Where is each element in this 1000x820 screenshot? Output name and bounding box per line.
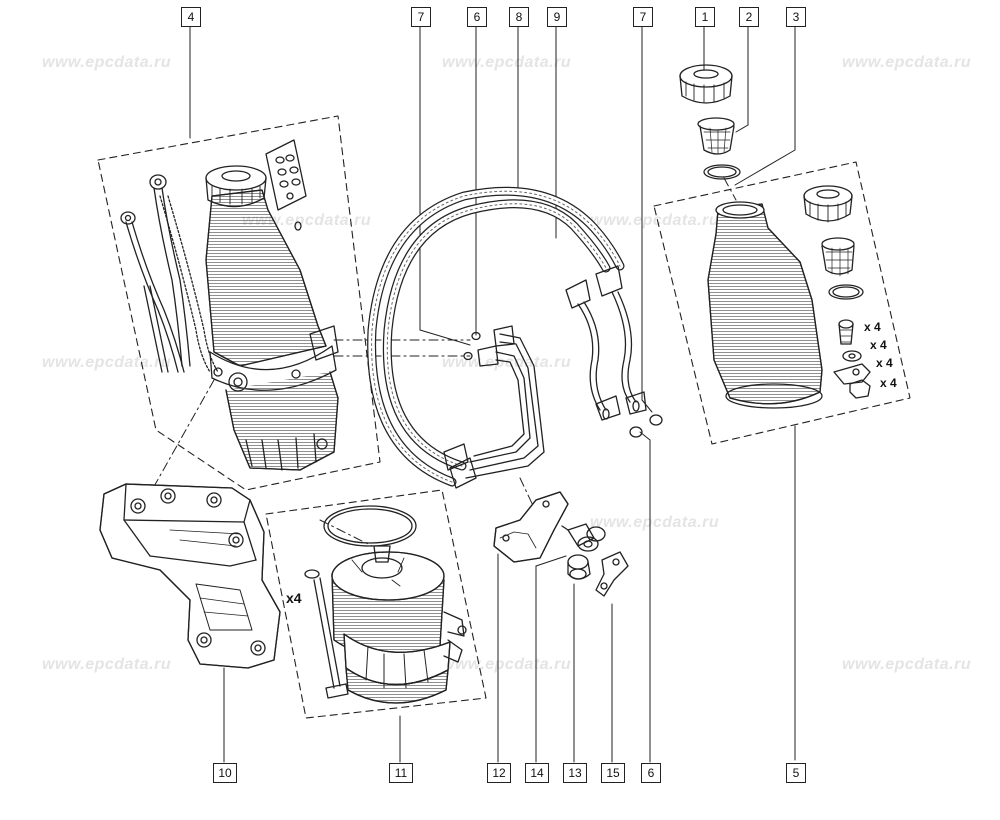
watermark-text: www.epcdata.ru [42, 354, 172, 371]
callout-5[interactable]: 5 [786, 763, 806, 783]
reservoir-assembly-4 [120, 139, 339, 471]
watermark-text: www.epcdata.ru [42, 656, 172, 673]
callout-7[interactable]: 7 [411, 7, 431, 27]
callout-2[interactable]: 2 [739, 7, 759, 27]
callout-6[interactable]: 6 [467, 7, 487, 27]
seals-6-7 [463, 331, 663, 438]
callout-8[interactable]: 8 [509, 7, 529, 27]
watermark-text: www.epcdata.ru [42, 54, 172, 71]
cap-1 [679, 64, 733, 104]
callout-12[interactable]: 12 [487, 763, 511, 783]
watermark-text: www.epcdata.ru [590, 514, 720, 531]
center-lines [151, 177, 737, 547]
leader-lines [189, 25, 796, 763]
quantity-label-clips: x 4 [876, 356, 893, 370]
bracket-10 [99, 483, 281, 669]
watermark-text: www.epcdata.ru [442, 656, 572, 673]
watermark-text: www.epcdata.ru [590, 212, 720, 229]
callout-14[interactable]: 14 [525, 763, 549, 783]
bracket-clip-15 [595, 551, 629, 597]
quantity-label-washers: x 4 [870, 338, 887, 352]
strainer-2 [697, 117, 735, 155]
watermark-text: www.epcdata.ru [842, 54, 972, 71]
callout-3[interactable]: 3 [786, 7, 806, 27]
motor-11 [304, 505, 467, 704]
plate-12 [493, 491, 569, 563]
watermark-text: www.epcdata.ru [442, 54, 572, 71]
quantity-label-nuts: x 4 [880, 376, 897, 390]
dashed-group-boxes [97, 115, 911, 719]
callout-1[interactable]: 1 [695, 7, 715, 27]
callout-13[interactable]: 13 [563, 763, 587, 783]
quantity-label-studs: x4 [286, 590, 302, 606]
callout-9[interactable]: 9 [547, 7, 567, 27]
callout-15[interactable]: 15 [601, 763, 625, 783]
callout-7[interactable]: 7 [633, 7, 653, 27]
reservoir-kit-5 [707, 185, 871, 409]
quantity-label-screws: x 4 [864, 320, 881, 334]
seal-3 [703, 164, 741, 180]
grommet-13 [567, 526, 606, 580]
hose-8-9 [367, 186, 647, 489]
callout-4[interactable]: 4 [181, 7, 201, 27]
callout-6[interactable]: 6 [641, 763, 661, 783]
watermark-text: www.epcdata.ru [842, 656, 972, 673]
callout-10[interactable]: 10 [213, 763, 237, 783]
watermark-text: www.epcdata.ru [442, 354, 572, 371]
callout-11[interactable]: 11 [389, 763, 413, 783]
